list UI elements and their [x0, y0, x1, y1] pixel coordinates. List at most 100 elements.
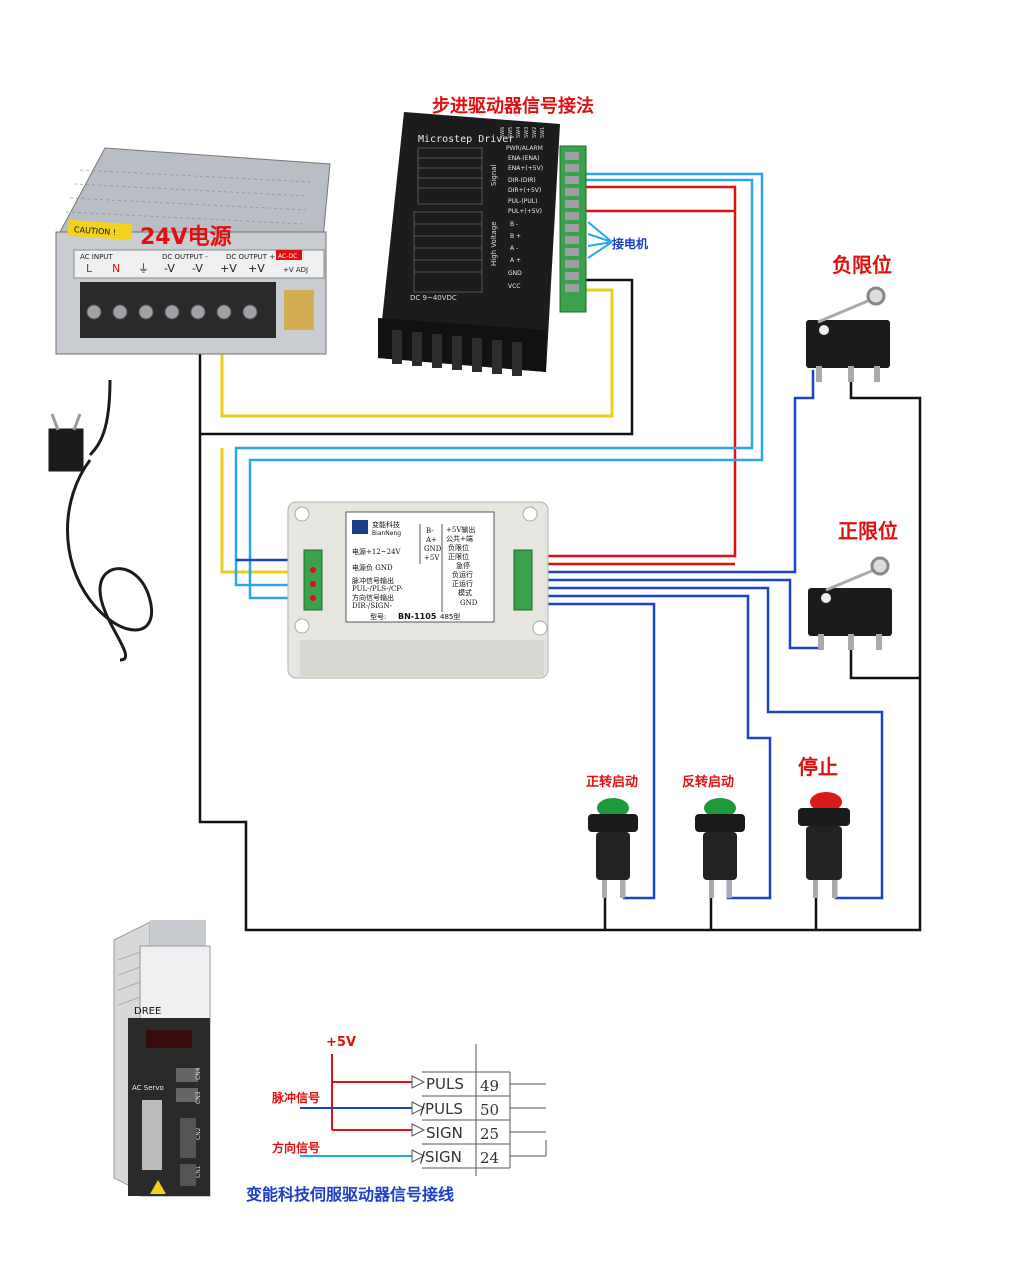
psu-acdc: AC-DC	[278, 253, 297, 260]
schem-5v: +5V	[326, 1035, 356, 1050]
stepper-pin-7: B +	[510, 233, 521, 240]
button-stop: 停止	[798, 755, 850, 898]
stepper-high-voltage: High Voltage	[490, 221, 498, 266]
positive-limit-switch: 正限位	[808, 519, 898, 650]
psu-screws	[86, 304, 258, 320]
servo-drive: DREE AC Servo CN4 CN3 CN2 CN1	[113, 920, 211, 1197]
stepper-title: 步进驱动器信号接法	[432, 95, 594, 117]
psu-term-ground: ⏚	[138, 262, 149, 275]
rs485-5v: +5V	[424, 554, 440, 562]
psu-term-v4: +V	[248, 262, 265, 275]
servo-wiring-title: 变能科技伺服驱动器信号接线	[246, 1185, 454, 1204]
stepper-sw1: SW1	[540, 127, 546, 138]
controller-model: BN-1105	[398, 612, 437, 621]
stepper-terminal-screws	[565, 152, 579, 292]
stepper-sw-labels: SW1 SW2 SW3 SW4 SW5 SW6	[500, 127, 546, 138]
servo-port-cn2: CN2	[195, 1127, 202, 1140]
negative-limit-switch: 负限位	[806, 253, 892, 382]
ctrl-right-7: 模式	[458, 588, 472, 597]
schem-row-2-name: SIGN	[426, 1124, 463, 1142]
psu-caution: CAUTION !	[74, 225, 117, 237]
stepper-fins	[392, 330, 522, 376]
stepper-pin-11: VCC	[508, 283, 520, 290]
wire-blue-neglimit	[520, 370, 815, 574]
stepper-sw2: SW2	[532, 127, 538, 138]
stepper-pin-6: B -	[510, 221, 518, 228]
controller-label-pul: PUL-/PLS-/CP-	[352, 585, 404, 593]
rs485-a: A+	[425, 536, 437, 544]
wire-red-5v	[520, 185, 737, 558]
stop-label: 停止	[798, 755, 838, 779]
wire-black-ground	[198, 318, 922, 932]
controller-brand-cn: 变能科技	[372, 520, 400, 529]
pos-limit-label: 正限位	[838, 519, 898, 543]
servo-subtitle: AC Servo	[132, 1084, 164, 1092]
schem-arrows	[411, 1075, 426, 1163]
schem-pulse-label: 脉冲信号	[271, 1090, 320, 1105]
controller: 变能科技 BianNeng 电源+12~24V 电源负 GND 脉冲信号输出 P…	[287, 501, 549, 679]
power-cord	[48, 379, 153, 662]
button-reverse-start: 反转启动	[682, 774, 745, 898]
controller-label-dir: 方向信号输出	[352, 593, 394, 602]
stepper-signal: Signal	[490, 164, 498, 186]
stepper-pin-labels: ENA-(ENA) ENA+(+5V) DIR-(DIR) DIR+(+5V) …	[508, 155, 543, 290]
wire-cyan-a	[234, 178, 754, 587]
ctrl-right-5: 负运行	[452, 570, 473, 579]
stepper-dc: DC 9~40VDC	[410, 294, 457, 302]
stepper-pin-2: DIR-(DIR)	[508, 177, 536, 184]
ctrl-right-8: GND	[460, 599, 478, 607]
stepper-pin-3: DIR+(+5V)	[508, 187, 541, 194]
servo-port-cn1: CN1	[195, 1165, 202, 1178]
psu-dc-out-plus: DC OUTPUT +	[226, 253, 275, 261]
psu-term-v3: +V	[220, 262, 237, 275]
controller-rs485-labels: B- A+ GND +5V	[424, 527, 442, 562]
schem-row-3-pin: 24	[480, 1149, 499, 1167]
wire-black-psu-top	[200, 278, 634, 436]
stepper-sw5: SW5	[508, 127, 514, 138]
stepper-pin-9: A +	[510, 257, 521, 264]
schem-pin-rows: PULS 49 /PULS 50 SIGN 25 /SIGN 24	[420, 1075, 499, 1167]
motor-connection: 接电机	[587, 221, 648, 259]
stepper-pin-5: PUL+(+5V)	[508, 208, 542, 215]
stepper-sw3: SW3	[524, 127, 530, 138]
servo-port-cn4: CN4	[195, 1067, 202, 1080]
controller-label-dirsign: DIR-/SIGN-	[352, 602, 393, 610]
power-supply: CAUTION ! 24V电源 AC INPUT DC OUTPUT - DC …	[55, 147, 331, 355]
ctrl-right-6: 正运行	[452, 579, 473, 588]
wire-black-poslimit	[849, 648, 920, 680]
servo-port-cn3: CN3	[195, 1091, 202, 1104]
psu-term-l: L	[86, 262, 93, 275]
rs485-gnd: GND	[424, 545, 442, 553]
psu-adj: +V ADJ	[283, 266, 308, 274]
stepper-pin-8: A -	[510, 245, 518, 252]
psu-term-v1: -V	[164, 262, 175, 275]
servo-signal-schematic: +5V 脉冲信号 方向信号 PULS	[271, 1035, 547, 1176]
stepper-pwr: PWR/ALARM	[506, 145, 543, 152]
stepper-pin-0: ENA-(ENA)	[508, 155, 539, 162]
neg-limit-label: 负限位	[832, 253, 892, 277]
controller-label-pulse: 脉冲信号输出	[352, 576, 394, 585]
schem-row-1-name: /PULS	[420, 1100, 463, 1118]
stepper-sw6: SW6	[500, 127, 506, 138]
connect-motor-label: 接电机	[612, 236, 648, 251]
wire-yellow-b	[220, 448, 306, 574]
psu-title: 24V电源	[140, 225, 232, 250]
ctrl-right-1: 公共+端	[446, 534, 473, 543]
stepper-pin-4: PUL-(PUL)	[508, 198, 537, 205]
controller-model-prefix: 型号:	[370, 612, 386, 621]
controller-right-labels: +5V输出 公共+端 负限位 正限位 急停 负运行 正运行 模式 GND	[446, 525, 478, 607]
schem-row-3-name: /SIGN	[420, 1148, 462, 1166]
schem-table	[422, 1044, 547, 1176]
psu-term-n: N	[112, 262, 120, 275]
psu-term-v2: -V	[192, 262, 203, 275]
stepper-pin-10: GND	[508, 270, 522, 277]
psu-dc-out-minus: DC OUTPUT -	[162, 253, 208, 261]
rev-start-label: 反转启动	[682, 774, 734, 790]
servo-brand: DREE	[134, 1006, 161, 1017]
stepper-table	[413, 147, 483, 293]
psu-ac-input: AC INPUT	[80, 253, 113, 261]
ctrl-right-4: 急停	[456, 561, 470, 570]
controller-label-gnd: 电源负 GND	[352, 563, 393, 572]
schem-row-2-pin: 25	[480, 1125, 499, 1143]
